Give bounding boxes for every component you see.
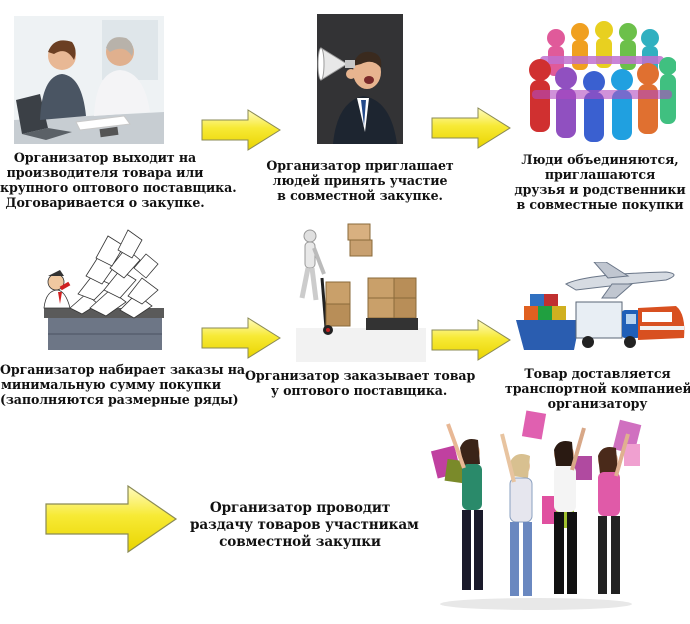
transport-icon — [516, 262, 685, 350]
caption-line: у оптового поставщика. — [270, 383, 448, 398]
caption-line: организатору — [547, 396, 648, 411]
caption-line: в совместной закупке. — [277, 188, 443, 203]
caption-line: приглашаются — [544, 167, 656, 182]
step2-caption: Организатор приглашает людей принять уча… — [255, 158, 465, 203]
caption-line: людей принять участие — [272, 173, 448, 188]
caption-line: минимальную сумму покупки — [1, 377, 221, 392]
caption-line: в совместные покупки — [516, 197, 684, 212]
step7-image — [424, 404, 646, 618]
caption-line: крупного оптового поставщика. — [0, 180, 237, 195]
arrow-right-icon — [430, 106, 512, 150]
step6-caption: Товар доставляется транспортной компание… — [505, 366, 690, 411]
arrow-right-icon — [430, 318, 512, 362]
caption-line: Организатор приглашает — [266, 158, 454, 173]
step5-image — [296, 220, 426, 362]
caption-line: Договаривается о закупке. — [5, 195, 205, 210]
caption-line: транспортной компанией — [505, 381, 690, 396]
caption-line: Организатор набирает заказы на — [0, 362, 245, 377]
caption-line: Люди объединяются, — [521, 152, 679, 167]
caption-line: Организатор проводит — [209, 500, 391, 516]
caption-line: раздачу товаров участникам — [190, 517, 419, 533]
caption-line: Организатор выходит на — [13, 150, 197, 165]
step4-caption: Организатор набирает заказы на минимальн… — [0, 362, 245, 407]
caption-line: совместной закупки — [219, 534, 381, 550]
arrow-right-icon — [200, 316, 282, 360]
handshake-meeting-photo — [14, 16, 164, 144]
arrow-right-icon — [44, 484, 180, 554]
circle-of-people-icon — [529, 21, 676, 142]
caption-line: Организатор заказывает товар — [245, 368, 476, 383]
step3-image — [526, 20, 676, 148]
arrow-right-icon — [200, 108, 282, 152]
step6-image — [516, 262, 686, 354]
step5-caption: Организатор заказывает товар у оптового … — [245, 368, 476, 398]
caption-line: производителя товара или — [6, 165, 204, 180]
paper-pile-icon — [43, 229, 164, 350]
step2-image — [317, 14, 403, 144]
shopping-women-icon — [430, 410, 642, 610]
caption-line: Товар доставляется — [524, 366, 671, 381]
step1-image — [14, 16, 164, 144]
step1-caption: Организатор выходит на производителя тов… — [0, 150, 237, 210]
caption-line: (заполняются размерные ряды) — [0, 392, 239, 407]
boxes-robot-icon — [296, 223, 426, 362]
megaphone-man-photo — [317, 14, 403, 144]
caption-line: друзья и родственники — [514, 182, 686, 197]
step7-caption: Организатор проводит раздачу товаров уча… — [190, 500, 419, 551]
step4-image — [30, 224, 170, 352]
step3-caption: Люди объединяются, приглашаются друзья и… — [510, 152, 690, 212]
